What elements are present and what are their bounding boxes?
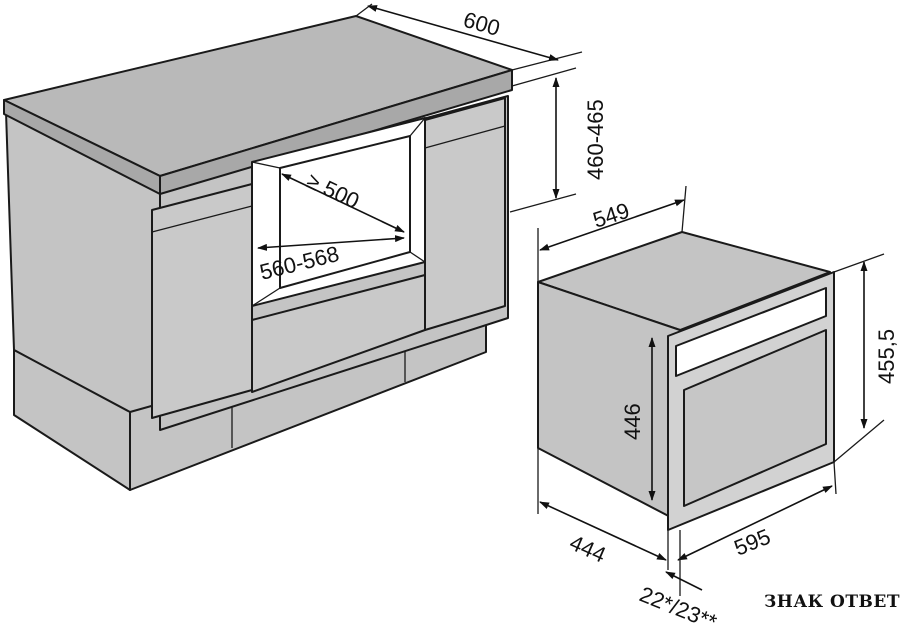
dim-arrow-niche-width (257, 235, 405, 251)
right-door-panel (424, 97, 506, 331)
label-oven-depth: 549 (590, 198, 633, 233)
label-cabinet-depth: 600 (461, 7, 503, 41)
watermark-text: ЗНАК ОТВЕТА (764, 592, 900, 612)
dim-arrow-niche-depth (281, 173, 405, 233)
dim-arrow-front-offset (665, 571, 703, 591)
dimension-lines (257, 3, 885, 596)
dim-arrow-oven-front-width (677, 485, 833, 561)
dim-arrow-oven-body-width (539, 501, 667, 561)
label-niche-height: 460-465 (583, 99, 608, 180)
oven-unit (537, 231, 835, 531)
kitchen-cabinet (3, 15, 513, 491)
oven-window (683, 329, 827, 507)
drawer-front (251, 274, 426, 393)
countertop-side-edge (3, 99, 161, 195)
dim-arrow-oven-depth (539, 199, 685, 251)
label-oven-front-width: 595 (731, 524, 774, 561)
label-oven-body-height: 446 (620, 403, 645, 440)
label-front-offset: 22*/23** (636, 581, 721, 628)
dim-arrow-cabinet-depth (367, 5, 559, 61)
label-oven-front-height: 455,5 (874, 329, 899, 384)
oven-control-strip (675, 287, 827, 377)
label-oven-body-width: 444 (566, 530, 610, 568)
